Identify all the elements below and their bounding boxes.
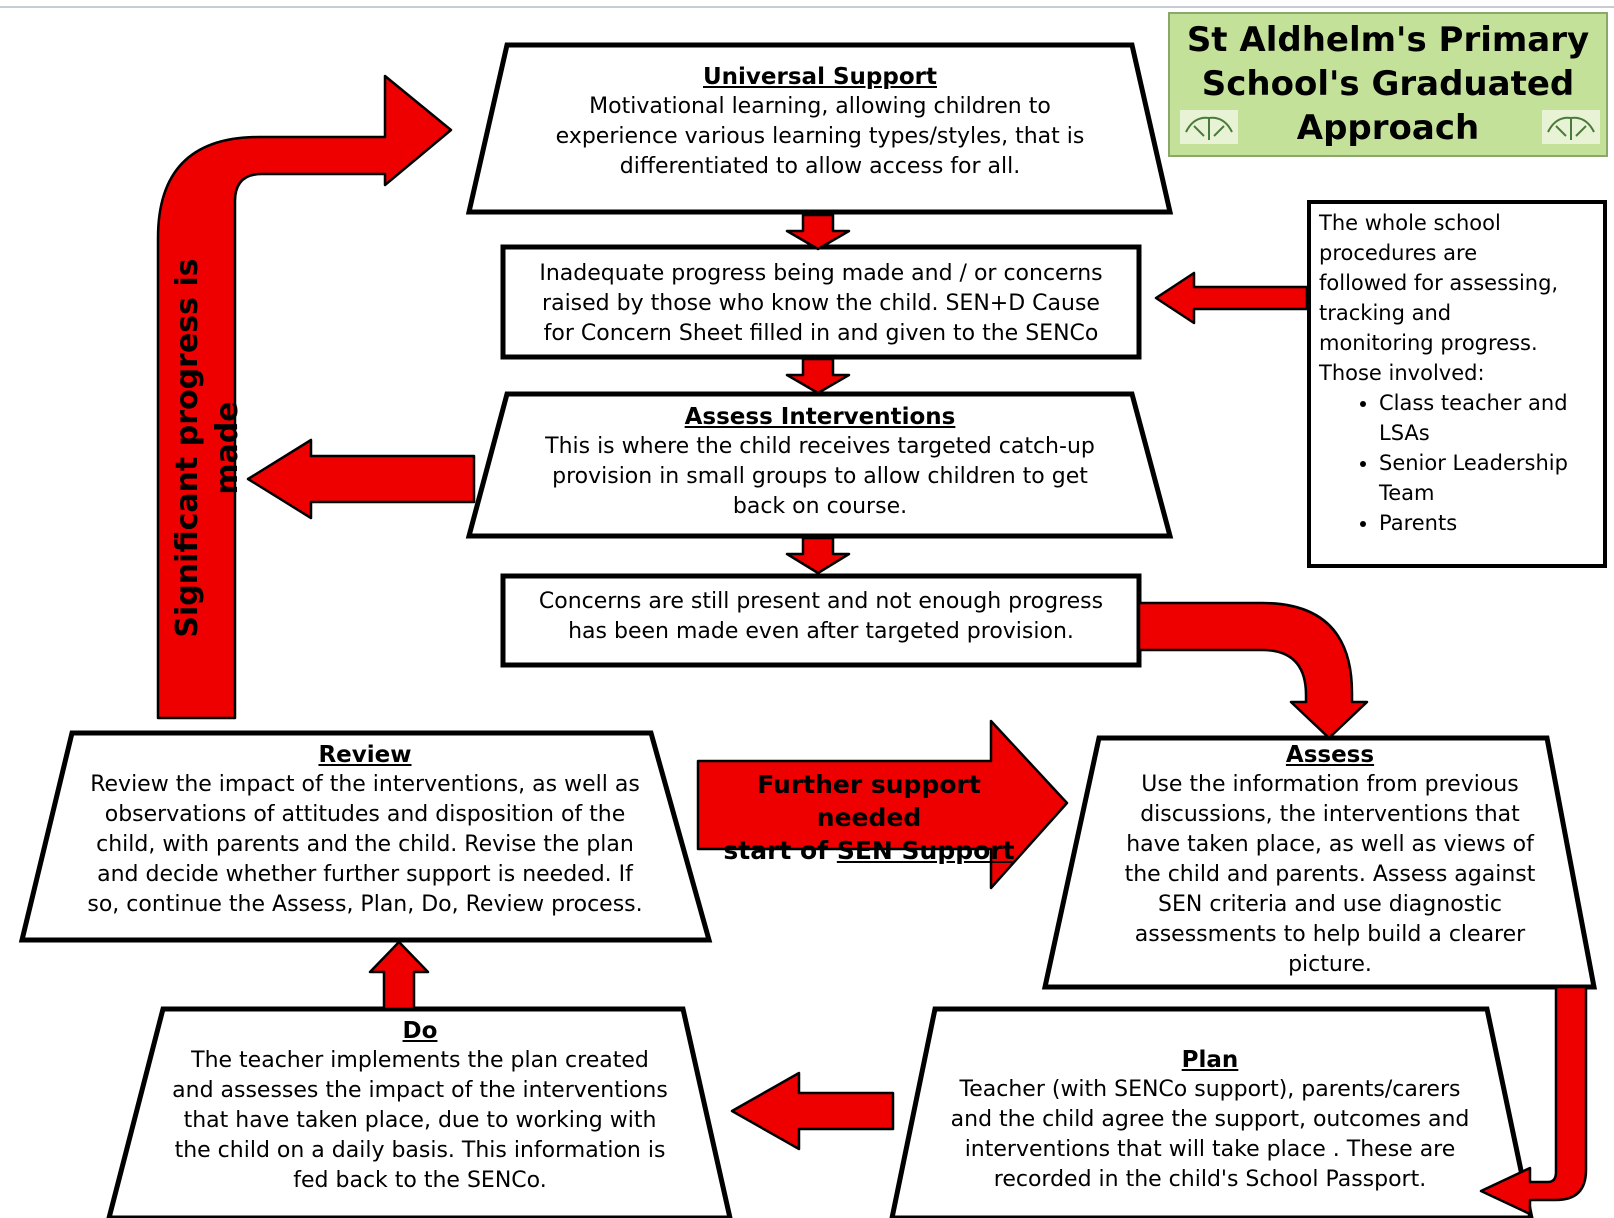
left-arrow-plan-to-do (730, 1071, 895, 1151)
assess-interventions-line: back on course. (732, 494, 908, 519)
plan-line: Teacher (with SENCo support), parents/ca… (959, 1077, 1461, 1102)
do-text: Do The teacher implements the plan creat… (140, 1016, 700, 1196)
down-arrow-2 (785, 357, 851, 395)
up-arrow-do-to-review (368, 940, 430, 1011)
involved-item: Class teacher and LSAs (1379, 388, 1597, 448)
top-divider (0, 6, 1614, 8)
inadequate-progress-line: Inadequate progress being made and / or … (539, 261, 1103, 286)
title-line-3: Approach (1296, 108, 1480, 148)
down-arrow-1 (785, 213, 851, 251)
involved-item: Senior Leadership Team (1379, 448, 1597, 508)
title-line-2: School's Graduated (1201, 64, 1575, 104)
procedures-line: Those involved: (1319, 361, 1485, 385)
assess-line: the child and parents. Assess against (1124, 862, 1536, 887)
review-line: and decide whether further support is ne… (97, 862, 633, 887)
school-title-box: St Aldhelm's Primary School's Graduated … (1168, 12, 1608, 157)
do-line: the child on a daily basis. This informa… (174, 1138, 666, 1163)
assess-interventions-shape (465, 391, 1174, 539)
assess-line: picture. (1288, 952, 1372, 977)
universal-support-text: Universal Support Motivational learning,… (520, 62, 1120, 182)
procedures-line: followed for assessing, (1319, 271, 1559, 295)
assess-line: discussions, the interventions that (1140, 802, 1520, 827)
plan-shape (889, 1006, 1534, 1218)
review-shape (18, 730, 713, 943)
review-line: observations of attitudes and dispositio… (104, 802, 626, 827)
school-logo-right-icon (1542, 110, 1600, 144)
review-line: Review the impact of the interventions, … (90, 772, 640, 797)
curved-arrow-to-assess (1137, 601, 1369, 740)
do-line: fed back to the SENCo. (293, 1168, 547, 1193)
inadequate-progress-line: raised by those who know the child. SEN+… (542, 291, 1100, 316)
assess-text: Assess Use the information from previous… (1080, 740, 1580, 980)
procedures-line: monitoring progress. (1319, 331, 1538, 355)
further-support-arrow (696, 719, 1069, 890)
do-line: The teacher implements the plan created (191, 1048, 649, 1073)
do-shape (106, 1006, 733, 1218)
universal-support-line: experience various learning types/styles… (555, 124, 1085, 149)
procedures-line: procedures are (1319, 241, 1478, 265)
inadequate-progress-line: for Concern Sheet filled in and given to… (543, 321, 1099, 346)
do-line: that have taken place, due to working wi… (183, 1108, 657, 1133)
assess-line: SEN criteria and use diagnostic (1158, 892, 1502, 917)
assess-line: Use the information from previous (1141, 772, 1519, 797)
review-text: Review Review the impact of the interven… (58, 740, 672, 920)
significant-progress-label: Significant progress is made (170, 258, 245, 638)
universal-support-heading: Universal Support (703, 64, 937, 90)
down-arrow-3 (785, 536, 851, 575)
assess-interventions-heading: Assess Interventions (684, 404, 956, 430)
involved-item: Parents (1379, 508, 1597, 538)
inadequate-progress-shape (500, 244, 1142, 360)
plan-line: and the child agree the support, outcome… (950, 1107, 1470, 1132)
whole-school-procedures-box: The whole school procedures are followed… (1307, 200, 1607, 568)
assess-interventions-line: provision in small groups to allow child… (552, 464, 1088, 489)
plan-text: Plan Teacher (with SENCo support), paren… (920, 1045, 1500, 1195)
review-line: so, continue the Assess, Plan, Do, Revie… (87, 892, 643, 917)
concerns-present-text: Concerns are still present and not enoug… (508, 587, 1134, 647)
assess-heading: Assess (1285, 742, 1375, 768)
universal-support-line: Motivational learning, allowing children… (589, 94, 1051, 119)
assess-line: have taken place, as well as views of (1126, 832, 1534, 857)
sen-support-text: SEN Support (836, 836, 1015, 865)
plan-line: interventions that will take place . The… (964, 1137, 1456, 1162)
inadequate-progress-text: Inadequate progress being made and / or … (508, 259, 1134, 349)
further-support-line-1: Further support needed (757, 770, 981, 832)
assess-interventions-text: Assess Interventions This is where the c… (520, 402, 1120, 522)
plan-line: recorded in the child's School Passport. (993, 1167, 1427, 1192)
procedures-line: tracking and (1319, 301, 1452, 325)
school-title: St Aldhelm's Primary School's Graduated … (1170, 18, 1606, 150)
left-arrow-assess-interventions (246, 438, 476, 520)
review-heading: Review (318, 742, 412, 768)
involved-list: Class teacher and LSAs Senior Leadership… (1319, 388, 1597, 538)
universal-support-line: differentiated to allow access for all. (619, 154, 1021, 179)
school-logo-left-icon (1180, 110, 1238, 144)
further-support-prefix: start of (723, 836, 829, 865)
left-arrow-from-side-box (1154, 271, 1309, 325)
assess-line: assessments to help build a clearer (1134, 922, 1526, 947)
review-line: child, with parents and the child. Revis… (96, 832, 634, 857)
do-heading: Do (402, 1018, 438, 1044)
procedures-line: The whole school (1319, 211, 1501, 235)
concerns-present-line: Concerns are still present and not enoug… (538, 589, 1104, 614)
significant-progress-arrow (156, 74, 453, 720)
do-line: and assesses the impact of the intervent… (172, 1078, 668, 1103)
assess-shape (1041, 735, 1598, 990)
title-line-1: St Aldhelm's Primary (1186, 20, 1590, 60)
plan-heading: Plan (1181, 1047, 1239, 1073)
concerns-present-line: has been made even after targeted provis… (568, 619, 1074, 644)
further-support-line-2: start of SEN Support (704, 834, 1034, 867)
further-support-label: Further support needed start of SEN Supp… (704, 768, 1034, 867)
assess-interventions-line: This is where the child receives targete… (545, 434, 1095, 459)
universal-support-shape (465, 42, 1174, 215)
down-arrow-assess-to-plan (1479, 985, 1588, 1216)
